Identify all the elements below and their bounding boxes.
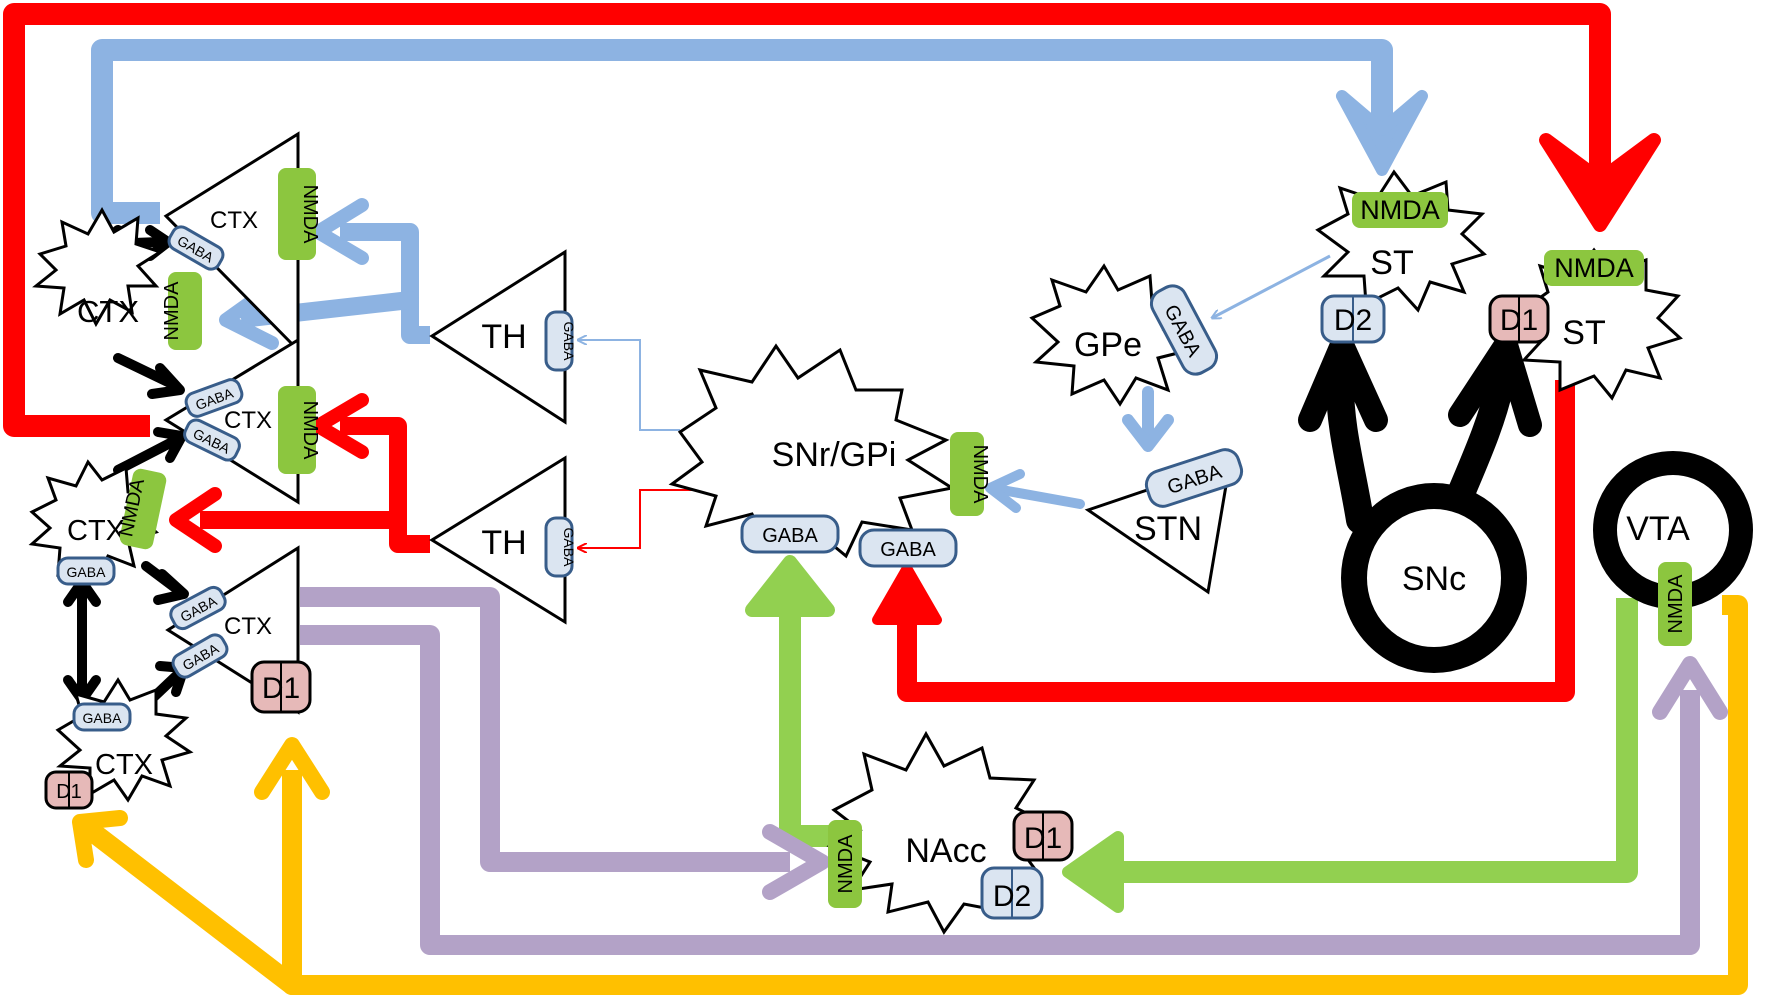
nacc-label: NAcc [905, 832, 986, 870]
d1-receptor-ctx-star-bottom: D1 [44, 770, 94, 810]
stn-label: STN [1134, 510, 1202, 548]
snr-gpi-label: SNr/GPi [772, 436, 897, 474]
d1-receptor-nacc: D1 [1012, 810, 1074, 862]
th-top-label: TH [481, 318, 526, 356]
green-vta-to-nacc-pathway [1062, 598, 1638, 913]
thin-blue-st-to-gpe-arrow [1212, 254, 1331, 318]
d1-receptor-ctx-pyramid-3: D1 [250, 660, 312, 714]
gaba-receptor-snr-2: GABA [858, 528, 958, 568]
nmda-receptor-st-d1: NMDA [1544, 250, 1644, 286]
gpe-label: GPe [1074, 326, 1142, 364]
nmda-receptor-vta: NMDA [1658, 562, 1692, 646]
gaba-label: GABA [561, 322, 577, 362]
nmda-label: NMDA [299, 185, 321, 245]
d2-receptor-nacc: D2 [980, 866, 1044, 920]
gaba-receptor-snr-1: GABA [740, 514, 840, 554]
nmda-label: NMDA [299, 401, 321, 461]
purple-ctx-to-nacc-pathway [300, 587, 830, 900]
ctx-pyramid-2-label: CTX [224, 407, 272, 434]
nmda-receptor-st-d2: NMDA [1352, 192, 1448, 228]
red-ctx-to-st-pathway [3, 3, 1661, 437]
gaba-label: GABA [67, 564, 107, 580]
ctx-star-top: CTX [32, 206, 164, 329]
ctx-star-mid: CTX [28, 459, 160, 583]
gaba-receptor-stn: GABA [1144, 448, 1244, 508]
nmda-label: NMDA [161, 281, 183, 341]
vta-node: VTA [1593, 451, 1753, 609]
green-nacc-to-snr-pathway [745, 555, 835, 847]
gaba-label: GABA [762, 525, 818, 547]
d1-label: D1 [262, 672, 300, 705]
nmda-receptor-ctx-pyramid-1: NMDA [278, 168, 321, 260]
gaba-label: GABA [880, 539, 936, 561]
red-st-to-snr-pathway [872, 380, 1575, 702]
nmda-receptor-ctx-star-top: NMDA [161, 272, 202, 350]
th-bottom-node: TH [429, 455, 567, 625]
d1-label: D1 [1024, 822, 1062, 855]
ctx-pyramid-1-label: CTX [210, 207, 258, 234]
gaba-receptor-th-bottom: GABA [544, 516, 577, 578]
ctx-star-bottom-label: CTX [95, 749, 153, 781]
snc-node: SNc [1341, 483, 1527, 673]
nmda-label: NMDA [1665, 574, 1687, 634]
red-th-to-ctx-pathway [169, 393, 430, 553]
nmda-label: NMDA [969, 445, 991, 505]
d1-receptor-st: D1 [1488, 294, 1550, 344]
ctx-star-mid-label: CTX [67, 515, 125, 547]
thin-red-snr-to-th-arrow [578, 489, 730, 548]
blue-gpe-to-stn-pathway [1122, 386, 1174, 452]
nmda-receptor-ctx-star-mid: NMDA [115, 468, 167, 550]
snr-gpi-node: SNr/GPi [668, 343, 956, 559]
nmda-label: NMDA [1554, 253, 1634, 283]
st-d2-label: ST [1370, 244, 1413, 282]
purple-ctx-to-vta-pathway [300, 625, 1728, 955]
gaba-label: GABA [83, 710, 123, 726]
gaba-receptor-ctx-star-bottom: GABA [72, 702, 132, 732]
nmda-receptor-ctx-pyramid-2: NMDA [278, 386, 321, 474]
th-top-node: TH [429, 249, 567, 425]
th-bottom-label: TH [481, 524, 526, 562]
gaba-receptor-ctx-star-mid: GABA [56, 556, 116, 586]
st-d1-label: ST [1562, 314, 1605, 352]
ctx-pyramid-3-label: CTX [224, 613, 272, 640]
d1-label: D1 [1500, 304, 1538, 337]
nmda-receptor-nacc: NMDA [828, 820, 862, 908]
ctx-star-top-label: CTX [77, 294, 139, 329]
nmda-label: NMDA [835, 834, 857, 894]
nmda-label: NMDA [1360, 195, 1440, 225]
blue-stn-to-snr-pathway [985, 469, 1085, 513]
blue-ctx-to-st-pathway [91, 39, 1428, 224]
d2-label: D2 [993, 880, 1031, 913]
nmda-receptor-snr: NMDA [950, 432, 991, 516]
gaba-label: GABA [561, 528, 577, 568]
d2-receptor-st: D2 [1320, 294, 1386, 344]
snc-label: SNc [1402, 560, 1466, 598]
d1-label: D1 [56, 781, 82, 803]
d2-label: D2 [1334, 304, 1372, 337]
vta-label: VTA [1626, 510, 1690, 548]
thin-blue-snr-to-th-arrow [578, 340, 680, 431]
yellow-vta-to-ctx-pathway [72, 595, 1748, 995]
gaba-receptor-th-top: GABA [544, 310, 577, 372]
